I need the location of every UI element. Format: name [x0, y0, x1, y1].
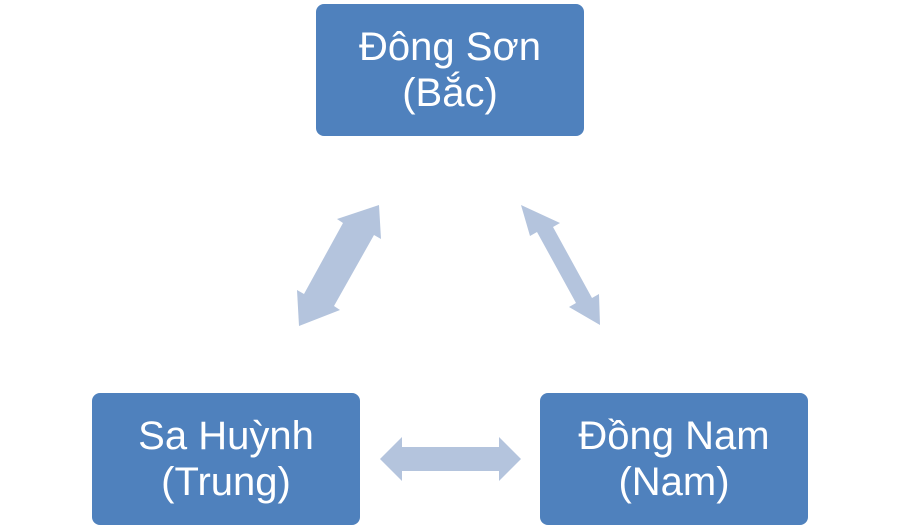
node-dong-son: Đông Sơn (Bắc) [316, 4, 584, 136]
node-dong-nam: Đồng Nam (Nam) [540, 393, 808, 525]
node-dong-son-region: (Bắc) [402, 71, 498, 115]
node-sa-huynh-region: (Trung) [161, 460, 291, 504]
node-dong-nam-region: (Nam) [618, 460, 730, 504]
node-sa-huynh-name: Sa Huỳnh [138, 414, 314, 458]
arrow-top-left [297, 205, 381, 326]
arrow-left-right [380, 437, 521, 481]
node-dong-nam-name: Đồng Nam [578, 414, 770, 458]
node-sa-huynh: Sa Huỳnh (Trung) [92, 393, 360, 525]
arrow-top-right [521, 205, 600, 325]
node-dong-son-name: Đông Sơn [359, 25, 541, 69]
